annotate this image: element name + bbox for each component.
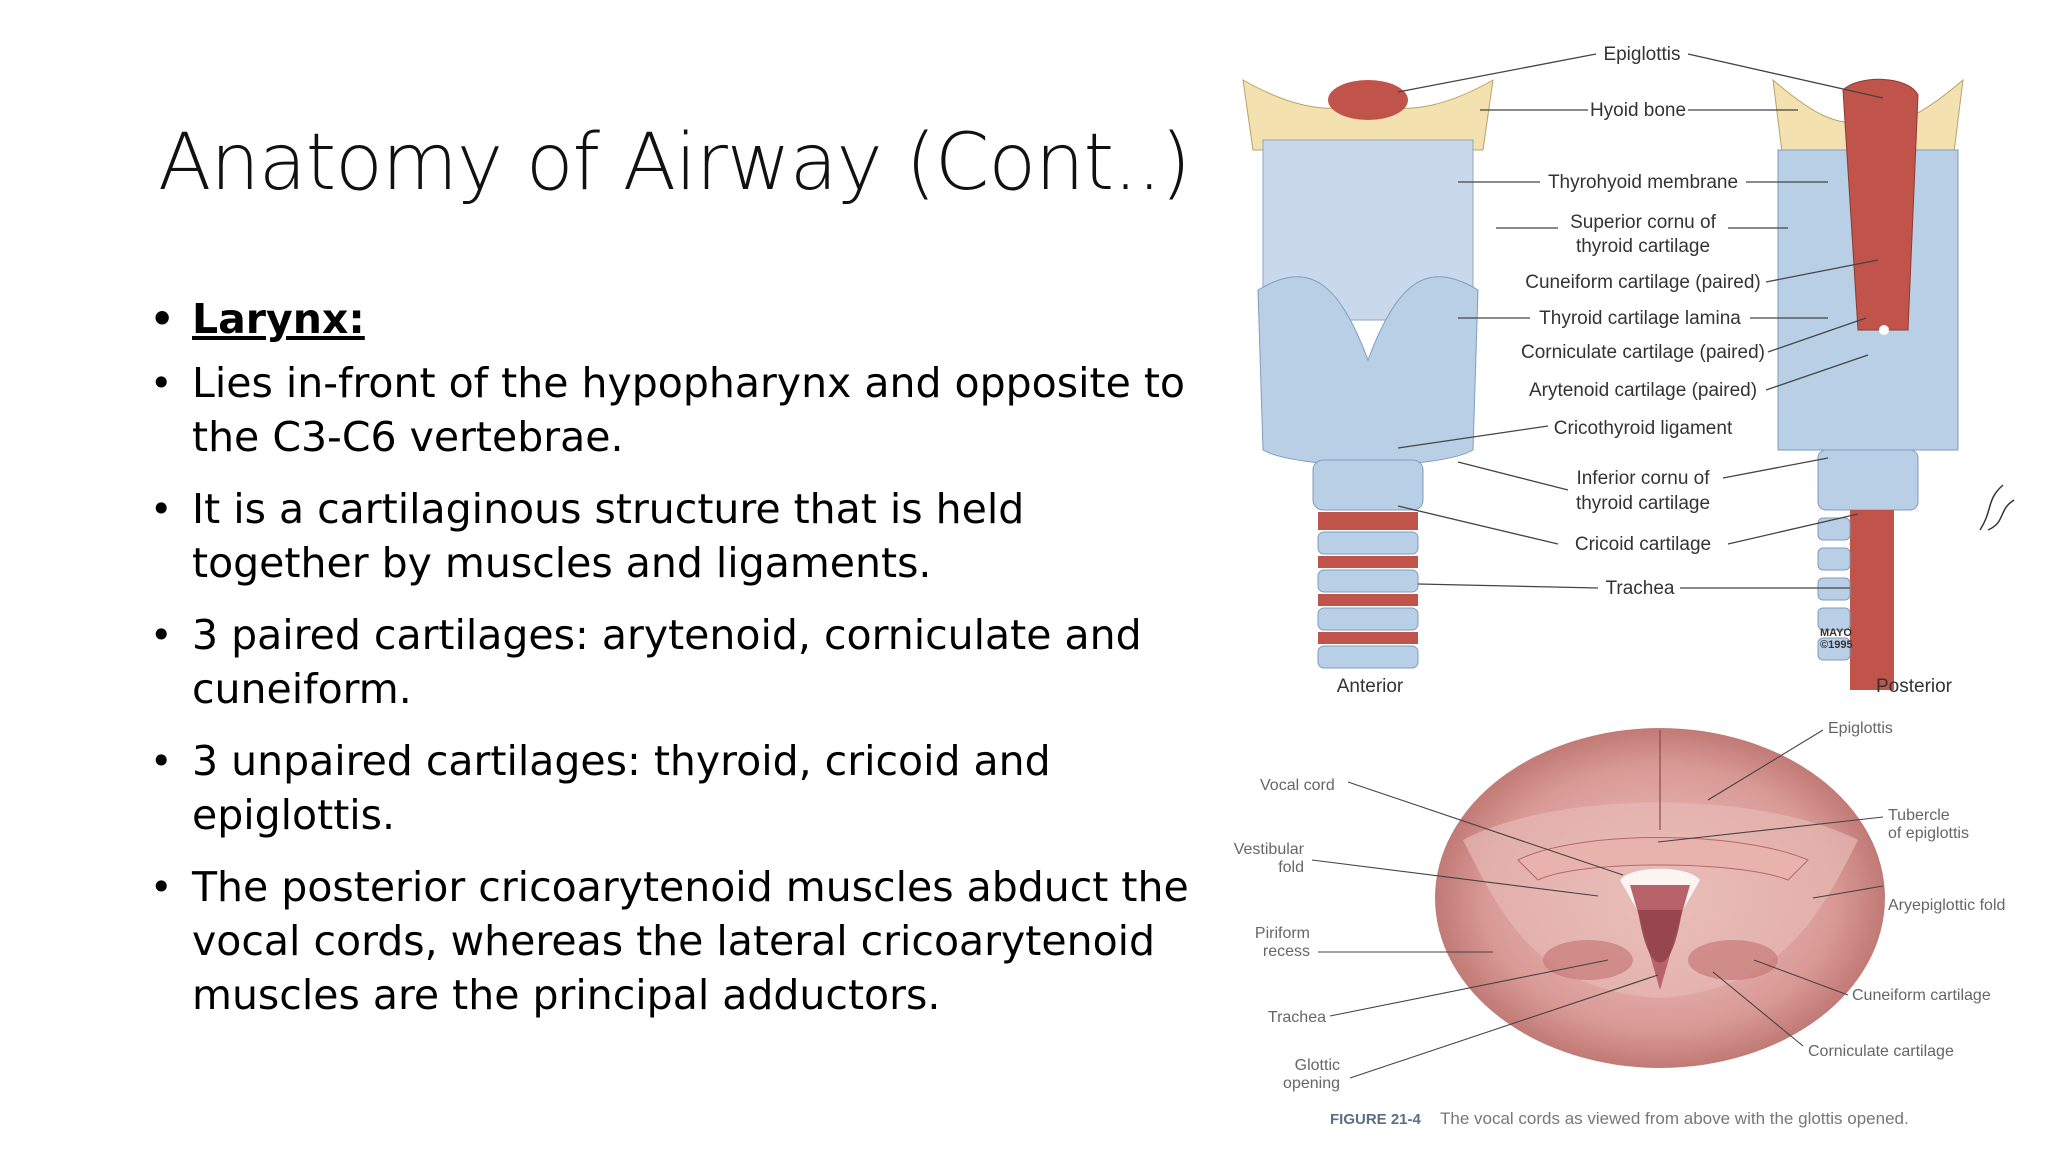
label-corniculate-cartilage: Corniculate cartilage (paired) [1521,342,1765,363]
bottom-labels: Epiglottis Vocal cord Vestibular fold Pi… [1234,720,2006,1128]
larynx-illustration: Epiglottis Hyoid bone Thyrohyoid membran… [1234,44,2015,1128]
bullet-item: The posterior cricoarytenoid muscles abd… [150,860,1210,1022]
label-epiglottis-bottom: Epiglottis [1828,720,1893,737]
label-corniculate-cartilage-bottom: Corniculate cartilage [1808,1043,1954,1060]
slide-title: Anatomy of Airway (Cont..) [158,118,1191,208]
top-leader-lines [1397,53,1884,589]
label-hyoid-bone: Hyoid bone [1590,100,1686,121]
label-vocal-cord: Vocal cord [1260,777,1335,794]
larynx-figure: Epiglottis Hyoid bone Thyrohyoid membran… [1218,30,2048,1152]
label-trachea-bottom: Trachea [1268,1009,1326,1026]
label-posterior-view: Posterior [1876,676,1953,697]
label-inferior-cornu-line2: thyroid cartilage [1576,493,1710,514]
posterior-larynx-drawing [1772,78,1964,690]
bullet-item: It is a cartilaginous structure that is … [150,482,1210,590]
bullet-list: Larynx: Lies in-front of the hypopharynx… [150,292,1210,1040]
label-aryepiglottic-fold: Aryepiglottic fold [1888,897,2005,914]
label-cuneiform-cartilage: Cuneiform cartilage (paired) [1525,272,1761,293]
label-vestibular-fold-line1: Vestibular [1234,841,1305,858]
label-vestibular-fold-line2: fold [1278,859,1304,876]
bullet-larynx-heading: Larynx: [150,292,1210,346]
label-inferior-cornu-line1: Inferior cornu of [1576,468,1710,489]
label-cricothyroid-ligament: Cricothyroid ligament [1554,418,1733,439]
label-thyrohyoid-membrane: Thyrohyoid membrane [1548,172,1738,193]
label-cuneiform-cartilage-bottom: Cuneiform cartilage [1852,987,1991,1004]
label-glottic-opening-line2: opening [1283,1075,1340,1092]
label-tubercle-line2: of epiglottis [1888,825,1969,842]
figure-caption-label: FIGURE 21-4 [1330,1111,1422,1128]
label-cricoid-cartilage: Cricoid cartilage [1575,534,1711,555]
label-tubercle-line1: Tubercle [1888,807,1950,824]
bullet-item: 3 paired cartilages: arytenoid, cornicul… [150,608,1210,716]
label-epiglottis: Epiglottis [1603,44,1680,65]
mayo-mark-line2: ©1995 [1820,639,1853,651]
mayo-mark-line1: MAYO [1820,627,1852,639]
label-arytenoid-cartilage: Arytenoid cartilage (paired) [1529,380,1757,401]
bottom-leader-lines [1311,729,1884,1079]
label-piriform-recess-line2: recess [1263,943,1310,960]
label-superior-cornu-line2: thyroid cartilage [1576,236,1710,257]
glottis-view-drawing [1435,728,1885,1068]
label-piriform-recess-line1: Piriform [1255,925,1310,942]
label-superior-cornu-line1: Superior cornu of [1570,212,1716,233]
bullet-item: Lies in-front of the hypopharynx and opp… [150,356,1210,464]
label-anterior-view: Anterior [1337,676,1404,697]
label-glottic-opening-line1: Glottic [1295,1057,1340,1074]
anterior-larynx-drawing [1242,79,1494,669]
bullet-item: 3 unpaired cartilages: thyroid, cricoid … [150,734,1210,842]
artist-signature [1979,484,2015,531]
top-labels: Epiglottis Hyoid bone Thyrohyoid membran… [1337,44,2015,697]
label-trachea: Trachea [1606,578,1675,599]
figure-caption-text: The vocal cords as viewed from above wit… [1440,1109,1909,1128]
label-thyroid-cartilage-lamina: Thyroid cartilage lamina [1539,308,1741,329]
